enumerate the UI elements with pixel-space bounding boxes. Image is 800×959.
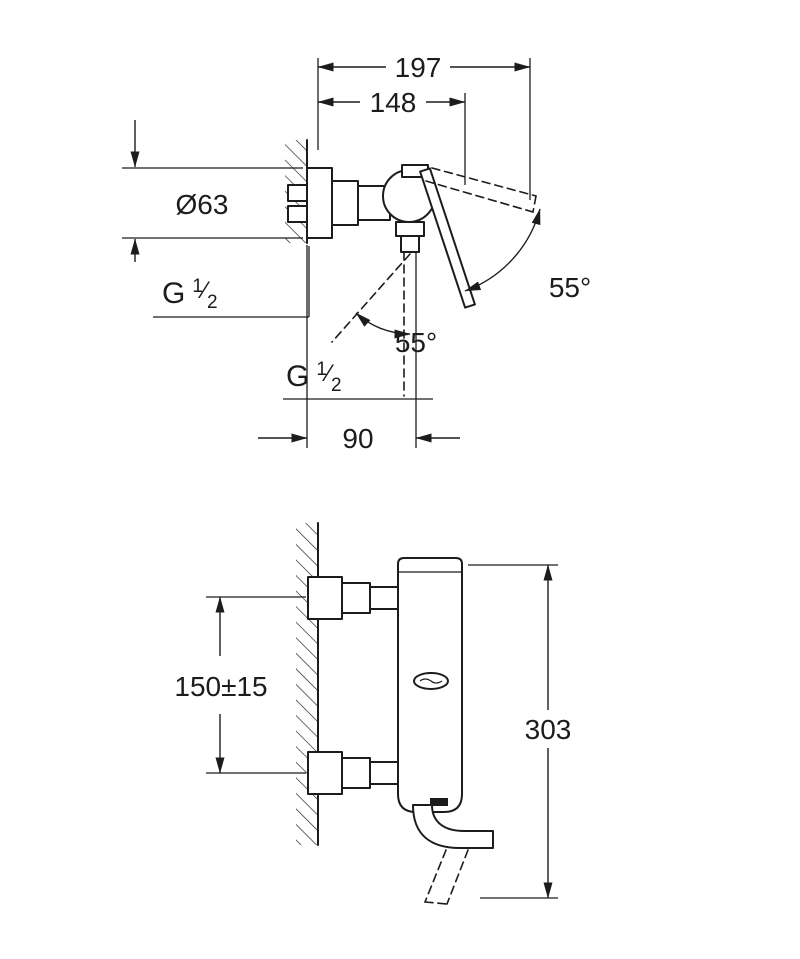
angle-label-upper: 55° xyxy=(549,272,591,303)
angle-handle-swing: 55° xyxy=(464,208,591,303)
brand-logo-mark xyxy=(419,678,443,684)
inlet-stub-bottom xyxy=(287,205,308,223)
inlet-pipe-bottom xyxy=(369,761,399,785)
angle-arc xyxy=(355,312,411,339)
union-nut-bottom xyxy=(341,757,371,789)
dimension-diameter: Ø63 xyxy=(122,120,303,262)
hose-connector-hook xyxy=(412,804,494,849)
dim-label-148: 148 xyxy=(370,87,417,118)
swing-axis-dashed xyxy=(331,253,411,343)
lever-handle-up-dashed-bottom xyxy=(425,180,534,213)
hose-direction-dashed xyxy=(446,849,469,905)
outlet-opening xyxy=(430,798,448,806)
thread-numerator: 1 xyxy=(192,276,203,297)
escutcheon-bottom xyxy=(307,751,343,795)
escutcheon-side xyxy=(306,167,333,239)
union-nut-top xyxy=(341,582,371,614)
dim-label-150: 150±15 xyxy=(174,671,267,702)
wall-section-front xyxy=(296,522,319,846)
thread-g: G xyxy=(162,277,185,310)
union-nut-side xyxy=(331,180,359,226)
dim-label-90: 90 xyxy=(342,423,373,454)
hose-direction-dashed xyxy=(424,849,447,903)
dim-label-diameter: Ø63 xyxy=(176,189,229,220)
lever-handle-up-dashed-top xyxy=(431,167,537,197)
front-view: 150±15 303 xyxy=(174,522,572,905)
outlet-thread xyxy=(400,235,420,253)
thread-g: G xyxy=(286,360,309,393)
dim-label-303: 303 xyxy=(525,714,572,745)
angle-arc xyxy=(464,208,541,292)
lever-handle-down xyxy=(419,167,476,309)
thread-denominator: 2 xyxy=(207,292,218,313)
dimension-inlet-spacing: 150±15 xyxy=(174,596,306,774)
dim-label-197: 197 xyxy=(395,52,442,83)
inlet-stub-top xyxy=(287,184,308,202)
dimension-outlet-offset: 90 xyxy=(258,245,460,454)
dimension-depth: 197 148 xyxy=(317,52,531,200)
dimension-total-height: 303 xyxy=(468,564,572,899)
escutcheon-top xyxy=(307,576,343,620)
lever-handle-up-dashed-tip xyxy=(532,195,537,213)
thread-denominator: 2 xyxy=(331,375,342,396)
thread-numerator: 1 xyxy=(316,359,327,380)
wall-hatch xyxy=(296,523,318,845)
inlet-pipe-top xyxy=(369,586,399,610)
faucet-side-view xyxy=(287,164,537,309)
faucet-front-view xyxy=(307,557,494,905)
hose-direction-dashed-end xyxy=(424,901,448,905)
angle-outlet-swing: 55° xyxy=(331,251,437,397)
outlet-collar xyxy=(395,221,425,237)
